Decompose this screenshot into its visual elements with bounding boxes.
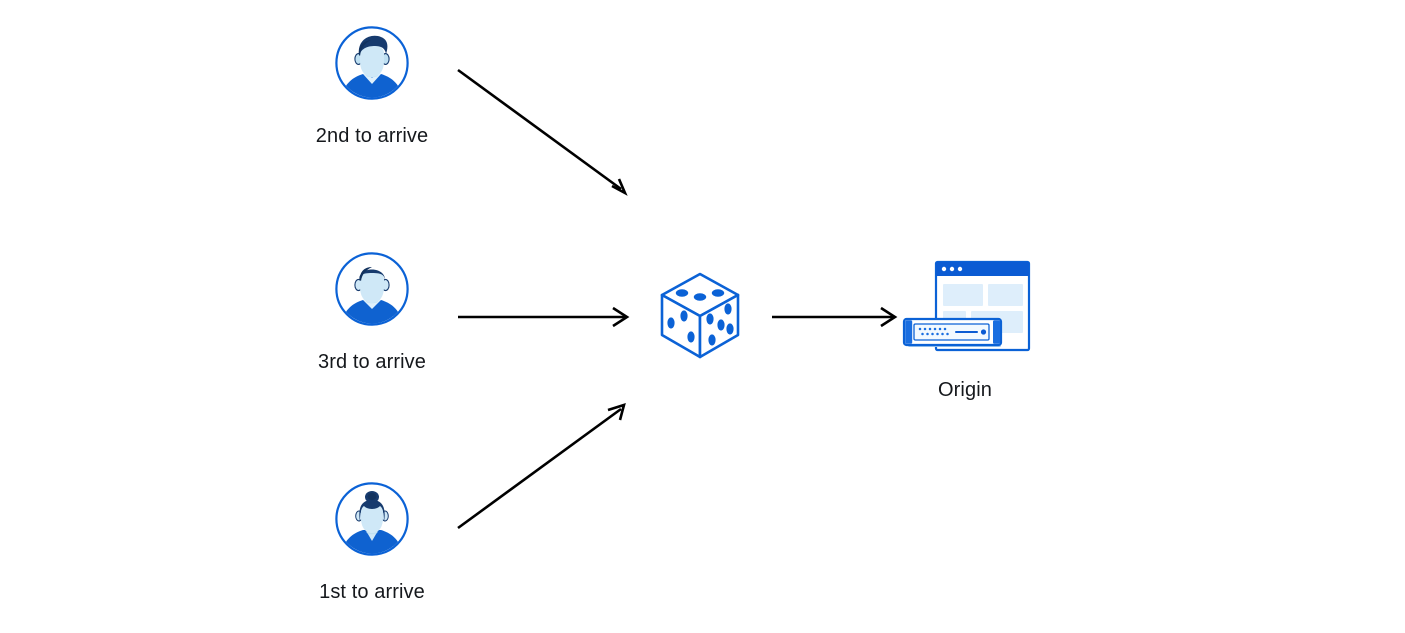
client-node-1st: 1st to arrive (281, 482, 463, 604)
arrow-1st-to-dice (457, 403, 626, 530)
user-avatar-icon (335, 252, 409, 326)
dice-left-pips (667, 310, 695, 343)
origin-server-icon (899, 258, 1031, 358)
arrow-3rd-to-dice (458, 306, 630, 328)
server-device (902, 317, 1003, 347)
origin-label: Origin (938, 379, 992, 401)
origin-node: Origin (899, 258, 1031, 402)
dice-top-pips (675, 289, 725, 301)
user-avatar-icon (335, 26, 409, 100)
client-label-1st: 1st to arrive (319, 581, 425, 603)
dice-right-pips (706, 303, 734, 346)
client-node-3rd: 3rd to arrive (281, 252, 463, 374)
arrow-2nd-to-dice (457, 68, 628, 196)
client-node-2nd: 2nd to arrive (281, 26, 463, 148)
dice-icon (654, 267, 746, 363)
client-label-3rd: 3rd to arrive (317, 351, 426, 373)
arrow-dice-to-origin (772, 306, 898, 328)
client-label-2nd: 2nd to arrive (315, 125, 429, 147)
user-avatar-icon (335, 482, 409, 556)
